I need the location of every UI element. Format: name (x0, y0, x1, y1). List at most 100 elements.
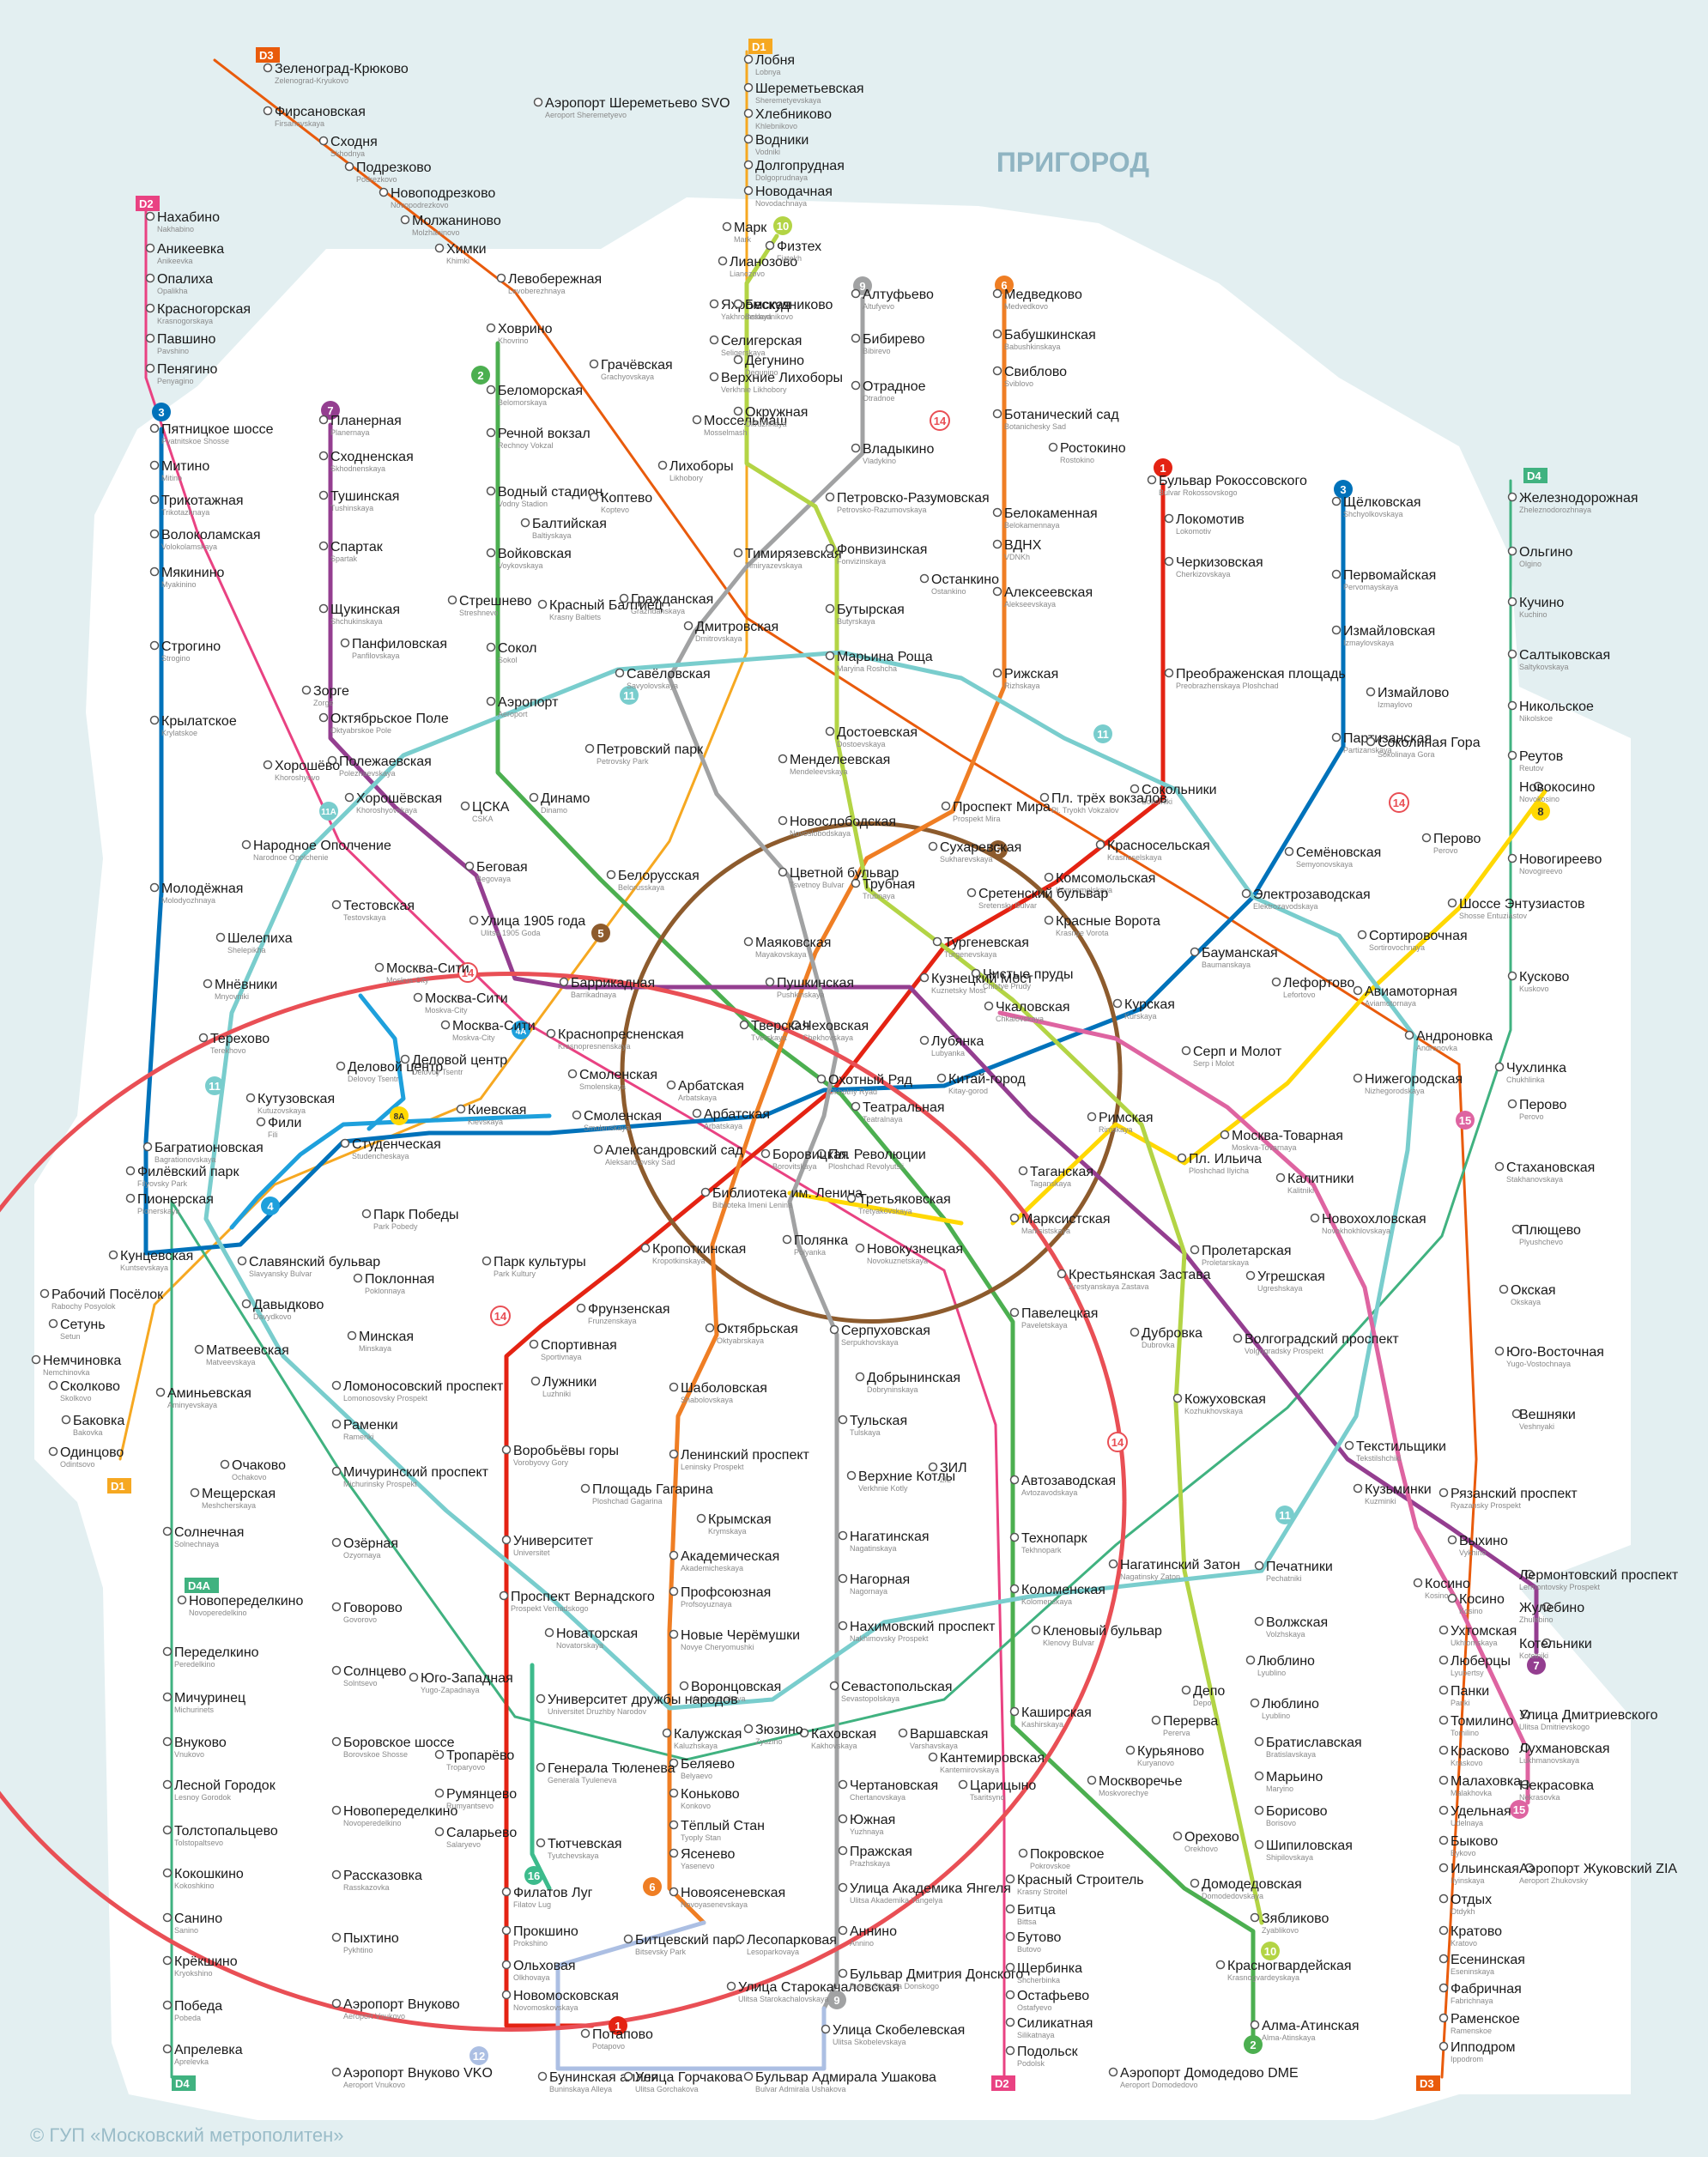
station-marker[interactable] (529, 792, 539, 803)
station-marker[interactable] (331, 1869, 342, 1880)
station-marker[interactable] (829, 1681, 839, 1691)
station[interactable]: Петровско-РазумовскаяPetrovsko-Razumovsk… (825, 491, 990, 514)
station-marker[interactable] (851, 1101, 861, 1112)
station-marker[interactable] (1447, 898, 1457, 908)
station-marker[interactable] (941, 801, 951, 811)
station-marker[interactable] (1031, 1625, 1041, 1635)
station-marker[interactable] (1447, 1593, 1457, 1603)
station-marker[interactable] (1507, 492, 1517, 502)
station-marker[interactable] (331, 1602, 342, 1612)
station-marker[interactable] (48, 1380, 58, 1391)
station-marker[interactable] (589, 492, 599, 502)
station-marker[interactable] (318, 490, 329, 500)
station-marker[interactable] (992, 409, 1002, 419)
station-marker[interactable] (1245, 1270, 1256, 1281)
station-marker[interactable] (496, 273, 506, 283)
station-marker[interactable] (851, 333, 861, 343)
station-marker[interactable] (301, 685, 312, 695)
station-marker[interactable] (851, 380, 861, 391)
station-marker[interactable] (434, 1749, 445, 1760)
station-marker[interactable] (669, 1820, 679, 1830)
station-marker[interactable] (743, 1724, 754, 1734)
station-marker[interactable] (1005, 1990, 1015, 2000)
station-marker[interactable] (149, 494, 160, 505)
station-marker[interactable] (145, 333, 155, 343)
station-marker[interactable] (162, 1868, 173, 1878)
station-marker[interactable] (318, 712, 329, 723)
station-marker[interactable] (241, 1299, 251, 1309)
station-marker[interactable] (263, 63, 273, 73)
station-marker[interactable] (1331, 569, 1342, 579)
station-marker[interactable] (623, 2071, 633, 2081)
station-marker[interactable] (1438, 1487, 1449, 1498)
station-marker[interactable] (237, 1256, 247, 1266)
station-marker[interactable] (537, 2071, 548, 2081)
station-marker[interactable] (263, 760, 273, 770)
station-marker[interactable] (1164, 668, 1174, 678)
station-marker[interactable] (722, 221, 732, 232)
station-marker[interactable] (331, 1736, 342, 1747)
station-marker[interactable] (1125, 1745, 1136, 1755)
station-marker[interactable] (149, 567, 160, 577)
station-marker[interactable] (331, 1537, 342, 1548)
station-marker[interactable] (669, 1848, 679, 1858)
station-marker[interactable] (1087, 1112, 1097, 1122)
station-marker[interactable] (1353, 985, 1363, 996)
station-marker[interactable] (709, 299, 719, 309)
station-marker[interactable] (1181, 1045, 1191, 1056)
station-marker[interactable] (1087, 1775, 1097, 1785)
station-marker[interactable] (501, 1887, 512, 1897)
